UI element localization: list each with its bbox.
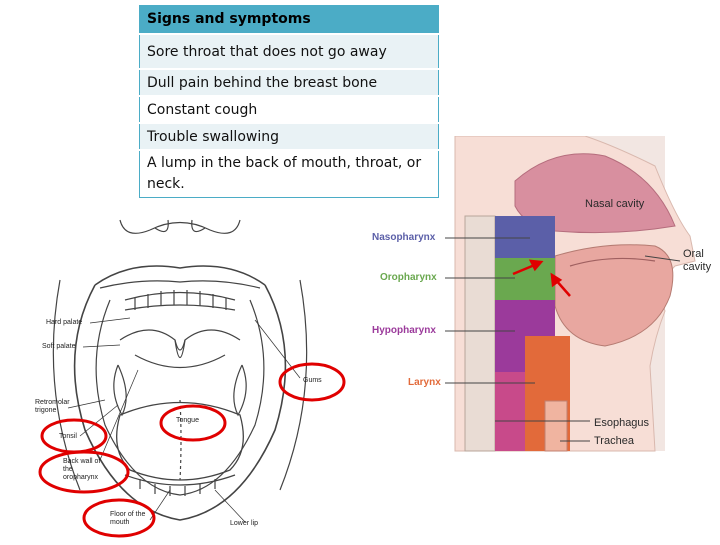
table-header: Signs and symptoms	[139, 3, 439, 35]
soft-palate-label: Soft palate	[42, 343, 76, 350]
lower-lip-label: Lower lip	[230, 520, 259, 527]
hypopharynx-label: Hypopharynx	[372, 325, 436, 336]
table-row: Trouble swallowing	[139, 122, 439, 151]
tonsil-label: Tonsil	[59, 433, 77, 440]
oropharynx-label: Oropharynx	[380, 272, 437, 283]
mouth-drawing	[38, 219, 346, 538]
esophagus-label: Esophagus	[594, 417, 650, 429]
back-wall-label: Back wall of the oropharynx	[63, 458, 101, 481]
table-row: Constant cough	[139, 95, 439, 124]
nasopharynx-region	[495, 216, 555, 258]
retromolar-trigone-label: Retromolar trigone	[35, 399, 70, 414]
table-row: Sore throat that does not go away	[139, 33, 439, 70]
symptoms-table: Signs and symptoms Sore throat that does…	[139, 3, 439, 198]
nasopharynx-label: Nasopharynx	[372, 232, 436, 243]
floor-of-mouth-label: Floor of the mouth	[110, 511, 146, 526]
table-row: Dull pain behind the breast bone	[139, 68, 439, 97]
nasal-cavity-label: Nasal cavity	[585, 198, 645, 210]
oropharynx-region	[495, 258, 555, 300]
oral-cavity-label: Oral cavity	[683, 248, 712, 273]
table-row: A lump in the back of mouth, throat, or …	[139, 149, 439, 198]
gums-label: Gums	[303, 377, 322, 384]
hard-palate-label: Hard palate	[46, 319, 83, 326]
throat-anatomy-drawing	[445, 136, 696, 452]
trachea-label: Trachea	[594, 435, 634, 447]
open-mouth-illustration: Hard palate Soft palate Retromolar trigo…	[0, 190, 360, 540]
tongue-label: Tongue	[176, 417, 199, 424]
larynx-label: Larynx	[408, 377, 441, 388]
